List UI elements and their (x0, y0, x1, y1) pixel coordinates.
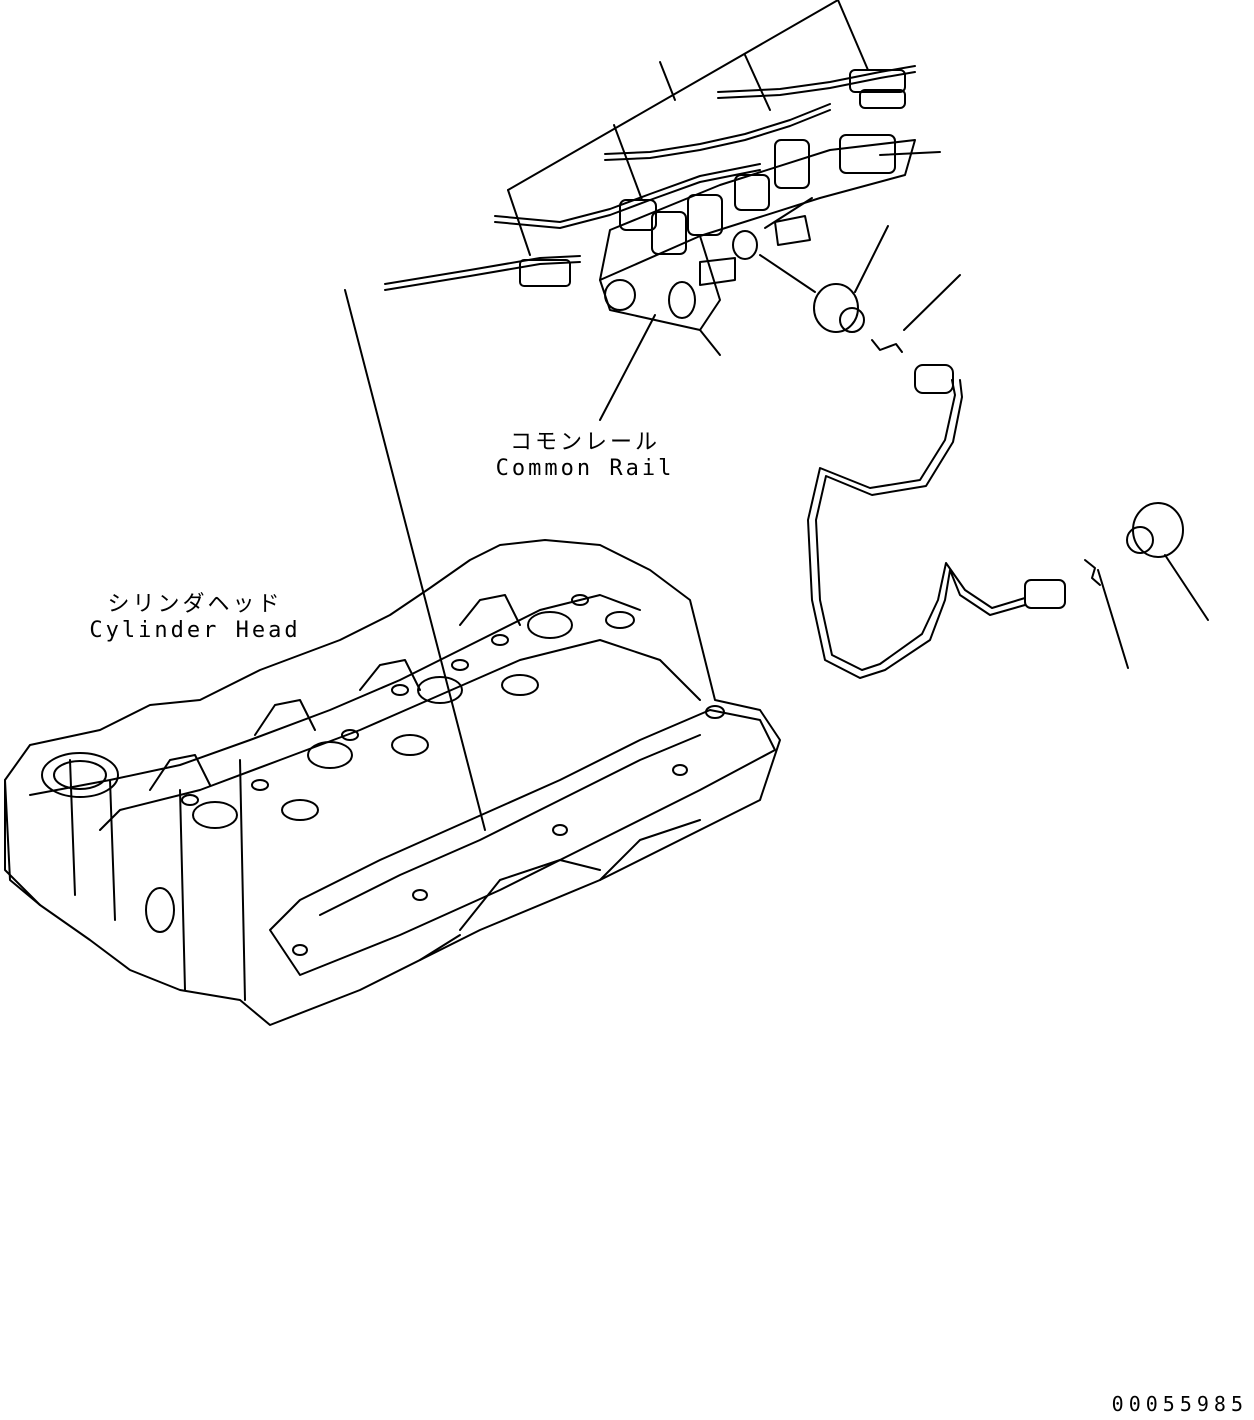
cylinder-head (5, 540, 780, 1025)
sensor-harness (808, 284, 1183, 678)
common-rail-label-en: Common Rail (495, 456, 675, 481)
common-rail-label-jp: コモンレール (509, 430, 660, 455)
cylinder-head-label-en: Cylinder Head (89, 618, 301, 643)
common-rail-assembly (385, 66, 915, 330)
cylinder-head-label: シリンダヘッド Cylinder Head (80, 592, 310, 644)
common-rail-label: コモンレール Common Rail (490, 430, 680, 482)
cylinder-head-label-jp: シリンダヘッド (107, 592, 283, 617)
drawing-number: 00055985 (1111, 1392, 1248, 1416)
